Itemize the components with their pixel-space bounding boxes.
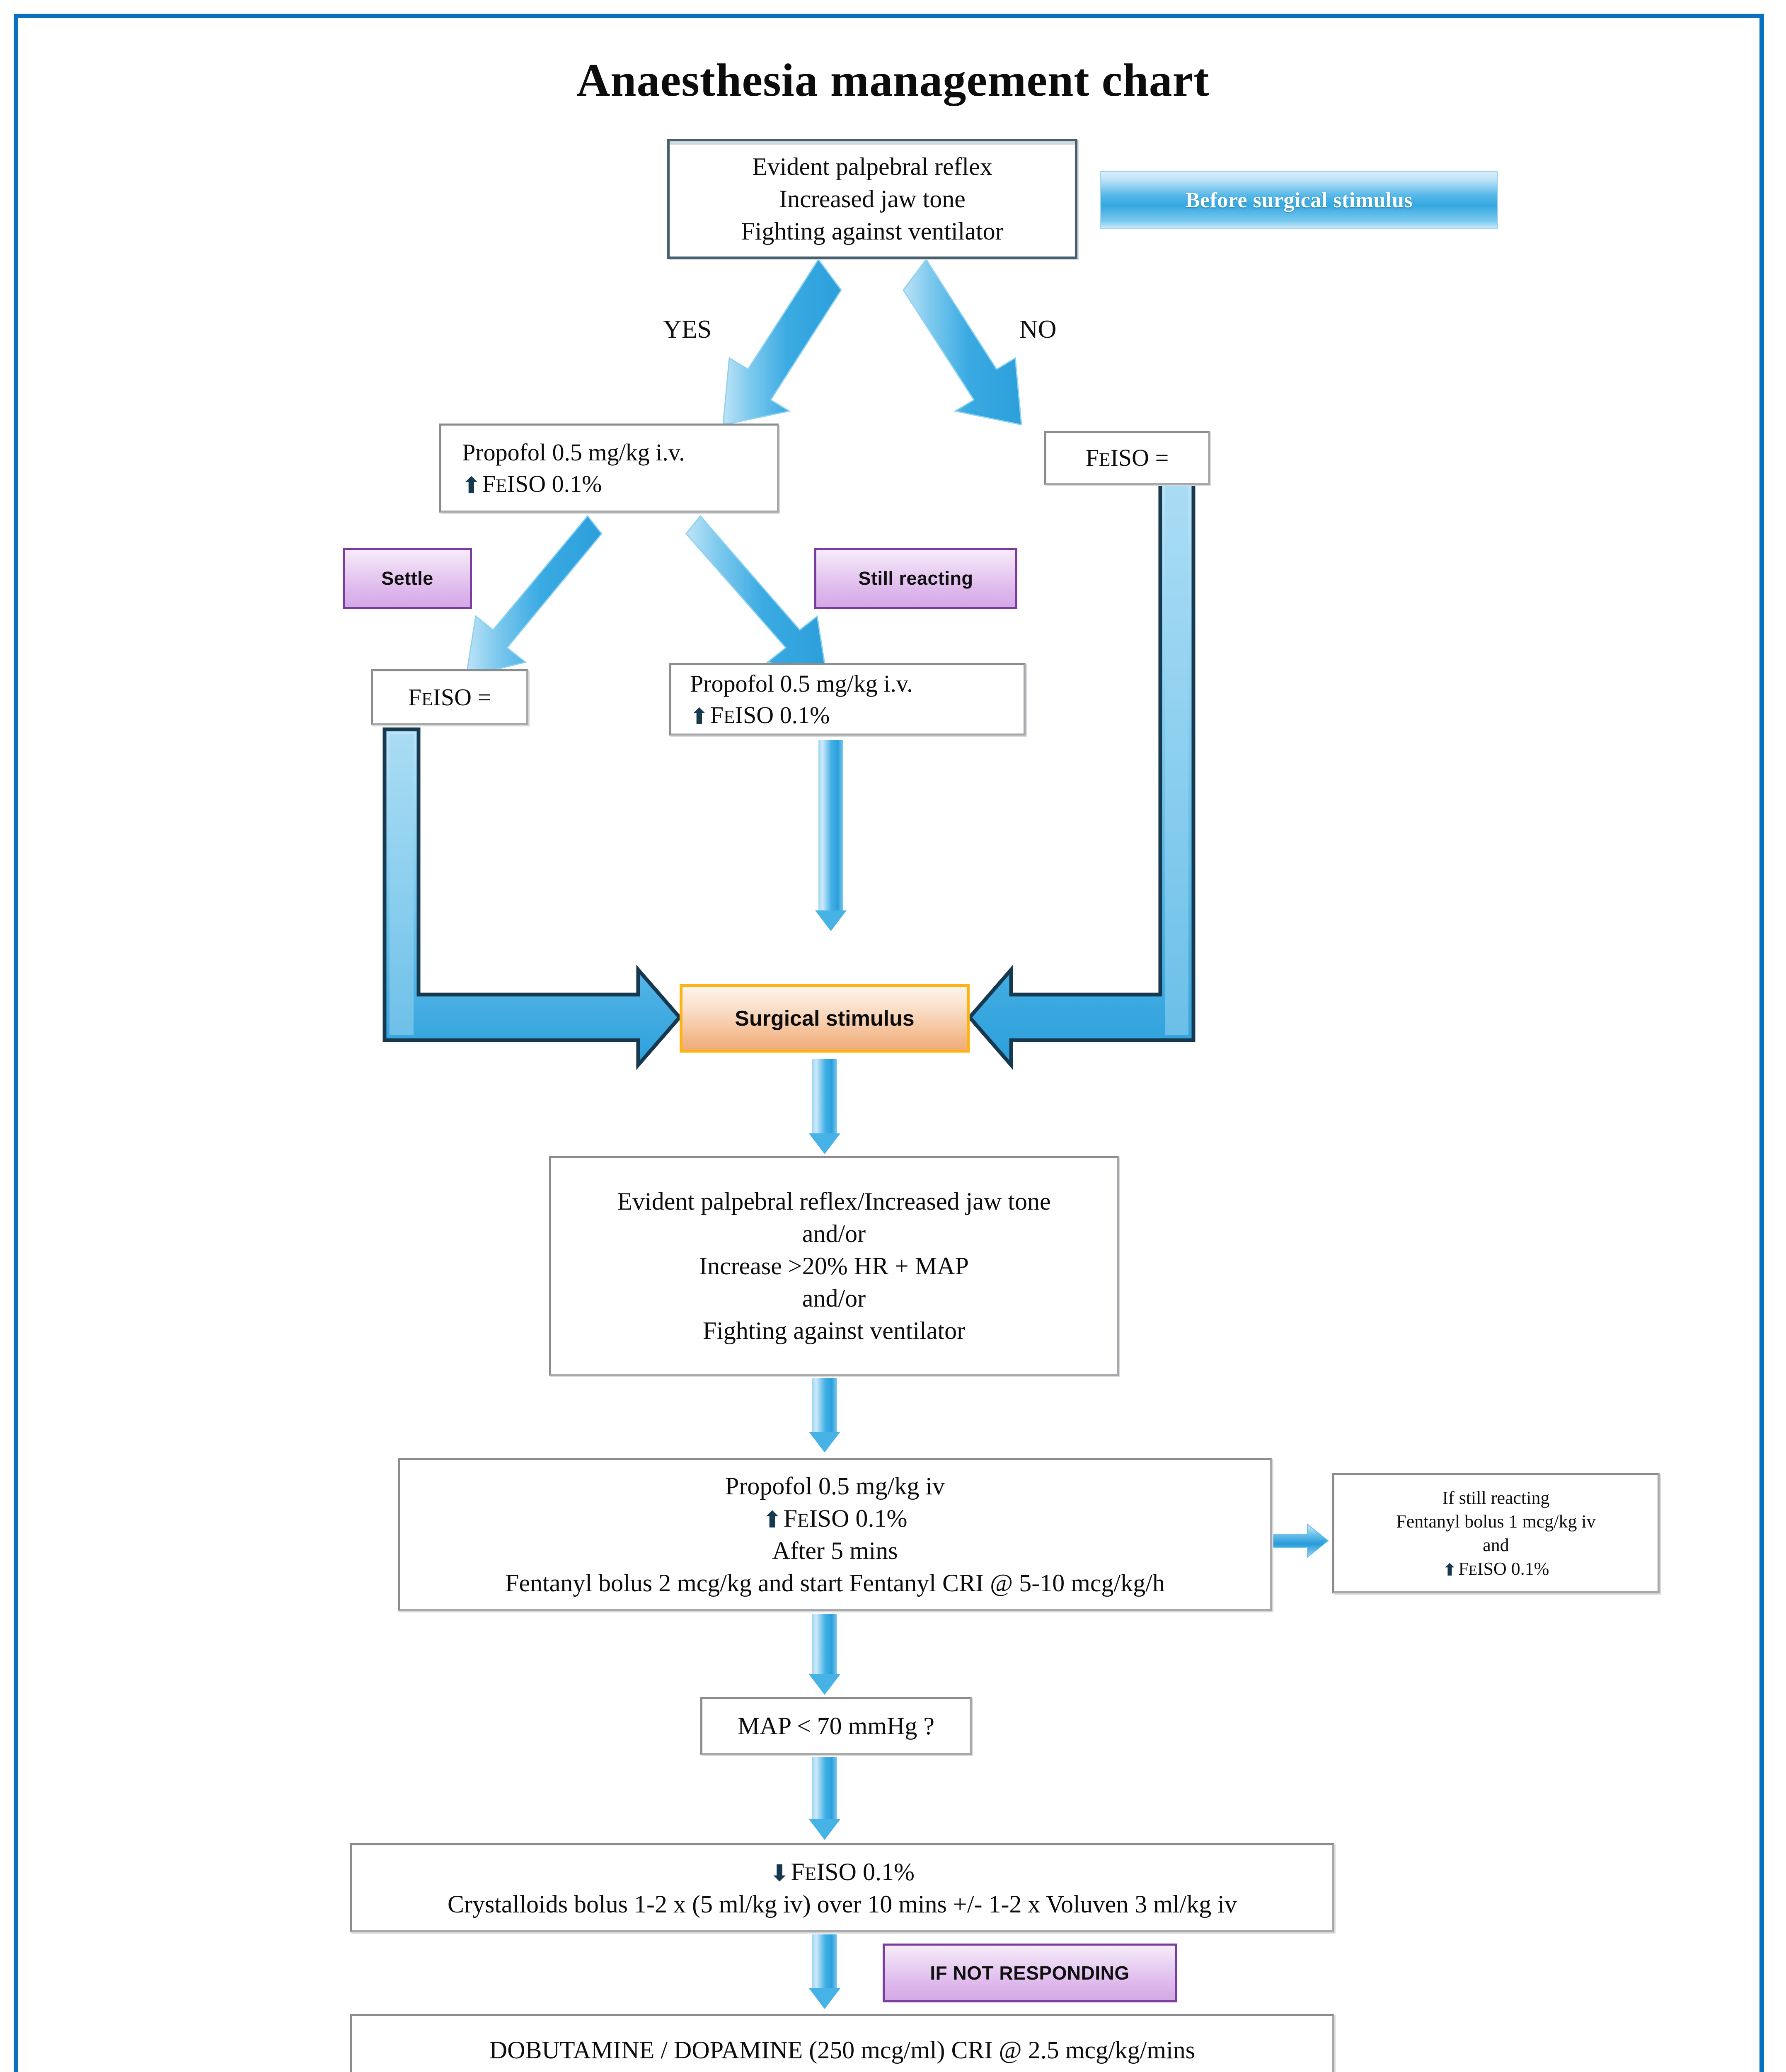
node-inotropes: DOBUTAMINE / DOPAMINE (250 mcg/ml) CRI @… [350,2014,1334,2072]
node-feiso-equal-right: FEISO = [1044,431,1210,485]
node-feiso-equal-left: FEISO = [371,669,528,725]
post-assessment-line-3: Increase >20% HR + MAP [699,1252,969,1280]
if-still-reacting-line-2: Fentanyl bolus 1 mcg/kg iv [1396,1511,1596,1532]
arrow-up-icon: ⬆ [462,472,481,498]
node-if-still-reacting: If still reacting Fentanyl bolus 1 mcg/k… [1332,1473,1660,1593]
surgical-stimulus-label: Surgical stimulus [735,1006,915,1031]
badge-if-not-responding: IF NOT RESPONDING [883,1944,1177,2002]
post-assessment-line-1: Evident palpebral reflex/Increased jaw t… [617,1188,1051,1215]
post-assessment-line-5: Fighting against ventilator [702,1317,966,1344]
label-yes: YES [663,315,711,344]
arrow-down-icon: ⬇ [770,1860,789,1887]
node-surgical-stimulus: Surgical stimulus [680,984,970,1053]
inotropes-line-1: DOBUTAMINE / DOPAMINE (250 mcg/ml) CRI @… [489,2036,1196,2064]
pre-assessment-line-3: Fighting against ventilator [741,218,1004,245]
arrow-up-icon: ⬆ [690,703,709,729]
arrow-still-reacting-diagonal [685,515,828,678]
if-still-reacting-line-3: and [1483,1535,1509,1555]
badge-settle-label: Settle [381,568,433,589]
propofol-fentanyl-line-1: Propofol 0.5 mg/kg iv [725,1472,945,1500]
badge-still-reacting: Still reacting [814,548,1017,609]
arrow-post-assessment-to-propofol-fentanyl [809,1378,840,1452]
node-propofol-first: Propofol 0.5 mg/kg i.v. ⬆FEISO 0.1% [439,424,779,513]
if-still-reacting-line-1: If still reacting [1442,1487,1550,1508]
label-no: NO [1019,315,1057,344]
arrow-up-icon: ⬆ [1442,1560,1457,1580]
node-crystalloids: ⬇FEISO 0.1% Crystalloids bolus 1-2 x (5 … [350,1843,1334,1932]
node-map-question: MAP < 70 mmHg ? [700,1697,972,1755]
propofol-second-line-1: Propofol 0.5 mg/kg i.v. [690,670,913,697]
inotropes-line-2: and [824,2066,860,2072]
page-title: Anaesthesia management chart [576,55,1210,106]
arrow-propofol-fentanyl-to-map-question [809,1614,840,1695]
arrow-to-if-still-reacting [1271,1523,1329,1559]
post-assessment-line-4: and/or [802,1285,866,1312]
label-no-text: NO [1019,315,1057,344]
arrow-propofol-second-to-surgical-stimulus [815,740,847,934]
connector-left-elbow-to-surgical-stimulus [382,727,682,1070]
arrow-yes-diagonal [722,258,842,426]
map-question-label: MAP < 70 mmHg ? [738,1712,934,1740]
badge-settle: Settle [343,548,472,609]
arrow-map-question-to-crystalloids [809,1757,840,1840]
crystalloids-line-1: ⬇FEISO 0.1% [770,1858,915,1887]
arrow-crystalloids-to-inotropes [809,1934,840,2009]
propofol-fentanyl-line-3: After 5 mins [772,1537,898,1564]
arrow-surgical-stimulus-to-post-assessment [809,1059,840,1154]
label-yes-text: YES [663,315,712,344]
node-propofol-second: Propofol 0.5 mg/kg i.v. ⬆FEISO 0.1% [669,663,1026,736]
pre-assessment-line-2: Increased jaw tone [779,185,966,213]
arrow-up-icon: ⬆ [762,1507,782,1533]
badge-before-surgical-stimulus: Before surgical stimulus [1100,171,1498,229]
propofol-fentanyl-line-4: Fentanyl bolus 2 mcg/kg and start Fentan… [505,1569,1165,1597]
node-post-assessment: Evident palpebral reflex/Increased jaw t… [549,1156,1119,1376]
propofol-first-line-2: ⬆FEISO 0.1% [462,470,602,498]
arrow-no-diagonal [903,258,1022,426]
propofol-second-line-2: ⬆FEISO 0.1% [690,701,830,729]
post-assessment-line-2: and/or [802,1220,866,1247]
badge-before-surgical-stimulus-label: Before surgical stimulus [1185,188,1413,212]
propofol-fentanyl-line-2: ⬆FEISO 0.1% [762,1505,908,1533]
badge-still-reacting-label: Still reacting [858,568,973,589]
feiso-equal-right-text: FEISO = [1085,444,1169,472]
if-still-reacting-line-4: ⬆FEISO 0.1% [1442,1559,1549,1580]
crystalloids-line-2: Crystalloids bolus 1-2 x (5 ml/kg iv) ov… [448,1890,1237,1918]
feiso-equal-left-text: FEISO = [408,683,491,711]
badge-if-not-responding-label: IF NOT RESPONDING [930,1962,1130,1984]
node-pre-assessment: Evident palpebral reflex Increased jaw t… [667,139,1077,259]
arrow-settle-diagonal [465,515,603,678]
pre-assessment-line-1: Evident palpebral reflex [752,153,992,180]
propofol-first-line-1: Propofol 0.5 mg/kg i.v. [462,439,685,466]
node-propofol-fentanyl: Propofol 0.5 mg/kg iv ⬆FEISO 0.1% After … [398,1458,1272,1611]
